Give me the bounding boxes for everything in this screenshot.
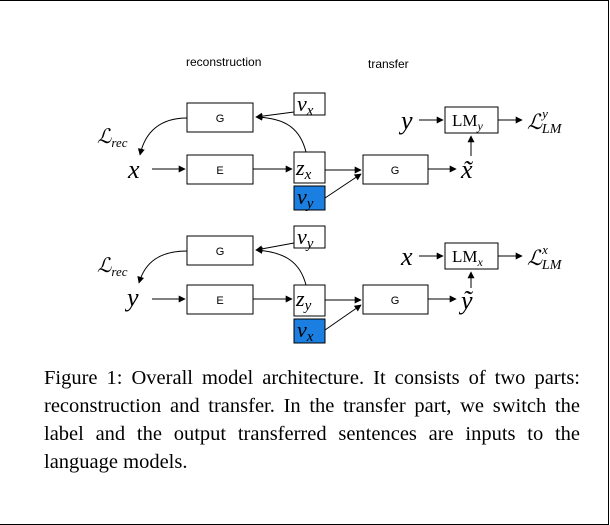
bottom-latent-box — [293, 284, 326, 317]
top-loss-rec: ℒrec — [97, 126, 128, 150]
reconstruction-label: reconstruction — [186, 55, 261, 69]
top-decoder-label: G — [216, 113, 225, 125]
top-latent-z: zx — [295, 155, 312, 183]
bottom-label-v: vy — [297, 224, 314, 252]
bottom-target-label: x — [400, 242, 413, 271]
bottom-switched-label: vx — [297, 317, 314, 345]
bottom-arrow-v-g — [255, 242, 295, 253]
bottom-arrow-z-g — [255, 246, 307, 286]
top-label-v: vx — [297, 91, 314, 119]
top-decoder-box — [186, 102, 254, 133]
top-arrow-v-transfer — [324, 173, 362, 199]
bottom-input: y — [124, 283, 139, 312]
top-encoder-box — [186, 154, 254, 185]
top-output: x̃ — [460, 155, 474, 184]
bottom-label-v-box — [293, 225, 326, 249]
bottom-arrow-g-loss — [137, 250, 188, 284]
bottom-latent-z: zy — [295, 286, 312, 314]
bottom-generator-box — [362, 284, 429, 315]
bottom-loss-rec: ℒrec — [97, 255, 128, 279]
top-arrow-v-g — [255, 111, 295, 120]
top-label-v-box — [293, 92, 326, 116]
top-arrow-g-loss — [137, 117, 188, 156]
bottom-encoder-box — [186, 284, 254, 315]
bottom-generator-label: G — [391, 295, 400, 307]
transfer-label: transfer — [368, 57, 409, 71]
figure-caption: Figure 1: Overall model architecture. It… — [44, 367, 580, 473]
bottom-decoder-label: G — [216, 246, 225, 258]
top-encoder-label: E — [216, 165, 223, 177]
bottom-arrow-v-transfer — [324, 304, 362, 331]
top-lm-box — [444, 106, 499, 134]
top-arrow-z-g — [255, 113, 307, 153]
top-lm-label: LMy — [452, 111, 484, 133]
top-input: x — [127, 155, 140, 184]
top-generator-label: G — [391, 165, 400, 177]
bottom-lm-label: LMx — [452, 247, 484, 269]
bottom-output: ỹ — [458, 286, 474, 315]
top-generator-box — [362, 154, 429, 185]
bottom-decoder-box — [186, 235, 254, 266]
bottom-switched-label-box — [293, 318, 326, 344]
architecture-diagram: reconstruction transfer G E vx zx vy G L… — [97, 55, 563, 345]
top-target-label: y — [398, 106, 413, 135]
top-switched-label: vy — [297, 184, 314, 212]
top-latent-box — [293, 151, 326, 184]
bottom-encoder-label: E — [216, 295, 223, 307]
